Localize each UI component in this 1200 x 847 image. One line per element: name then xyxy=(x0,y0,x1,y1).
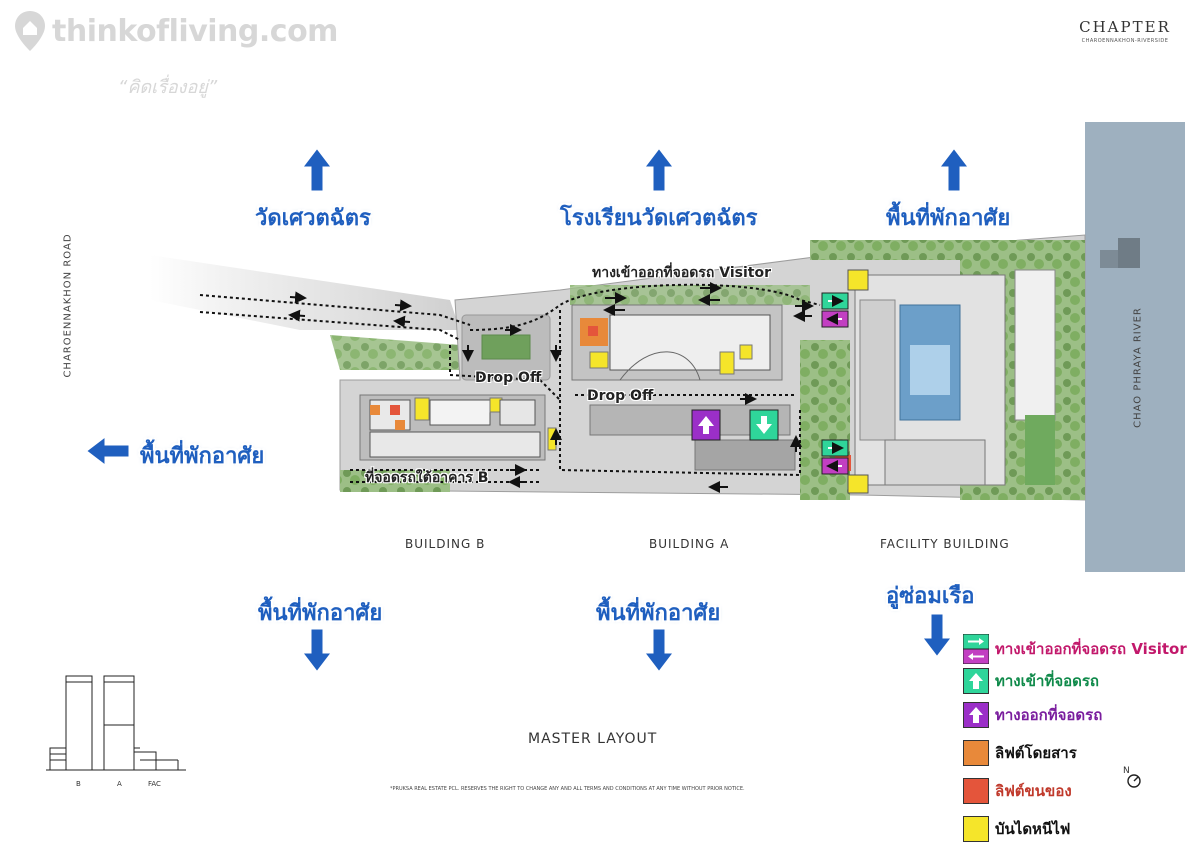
facility-building-label: FACILITY BUILDING xyxy=(880,537,1010,551)
direction-west: พื้นที่พักอาศัย xyxy=(140,444,265,469)
legend-item-service-lift: ลิฟต์ขนของ xyxy=(963,778,1193,804)
up-arrow-icon xyxy=(969,673,983,689)
river-label: CHAO PHRAYA RIVER xyxy=(1132,307,1144,428)
chao-phraya-river xyxy=(1085,122,1185,572)
parking-b-label: ที่จอดรถใต้อาคาร B xyxy=(365,470,489,486)
legend-swatch-fire-stair xyxy=(963,816,989,842)
arrow-up-center xyxy=(639,144,679,194)
direction-north-right: พื้นที่พักอาศัย xyxy=(886,206,1011,231)
direction-north-left: วัดเศวตฉัตร xyxy=(255,206,371,231)
direction-south-left: พื้นที่พักอาศัย xyxy=(258,601,383,626)
brand-name: CHAPTER xyxy=(1079,18,1171,36)
legend-item-passenger-lift: ลิฟต์โดยสาร xyxy=(963,740,1193,766)
legend-swatch-entrance xyxy=(963,668,989,694)
direction-south-center: พื้นที่พักอาศัย xyxy=(596,601,721,626)
compass-icon xyxy=(1127,774,1141,788)
visitor-gate-south xyxy=(821,439,849,475)
arrow-down-center xyxy=(639,626,679,676)
brand-logo: CHAPTER CHAROENNAKHON-RIVERSIDE xyxy=(1060,18,1190,44)
arrow-left-west xyxy=(82,431,132,471)
watermark-site: thinkofliving.com xyxy=(52,13,338,49)
legend-item-entrance: ทางเข้าที่จอดรถ xyxy=(963,668,1193,694)
arrow-down-right xyxy=(917,611,957,661)
legend: ทางเข้าออกที่จอดรถ Visitor ทางเข้าที่จอด… xyxy=(963,634,1193,842)
elevation-label-a: A xyxy=(117,780,122,788)
brand-subtitle: CHAROENNAKHON-RIVERSIDE xyxy=(1081,38,1169,44)
up-arrow-icon xyxy=(969,707,983,723)
visitor-route-label: ทางเข้าออกที่จอดรถ Visitor xyxy=(592,265,771,281)
legend-label-fire-stair: บันไดหนีไฟ xyxy=(995,820,1071,838)
arrow-up-right xyxy=(934,144,974,194)
legend-label-service-lift: ลิฟต์ขนของ xyxy=(995,782,1072,800)
road-label-charoennakhon: CHAROENNAKHON ROAD xyxy=(62,233,74,378)
watermark-tagline: “คิดเรื่องอยู่” xyxy=(118,77,218,98)
legend-swatch-service-lift xyxy=(963,778,989,804)
disclaimer-text: *PRUKSA REAL ESTATE PCL. RESERVES THE RI… xyxy=(390,786,745,792)
direction-arrows xyxy=(82,144,974,676)
legend-item-visitor: ทางเข้าออกที่จอดรถ Visitor xyxy=(963,634,1193,664)
legend-swatch-visitor xyxy=(963,634,989,664)
parking-entrance-marker xyxy=(749,409,779,441)
direction-north-center: โรงเรียนวัดเศวตฉัตร xyxy=(560,206,758,231)
elevation-label-fac: FAC xyxy=(148,780,161,788)
location-pin-icon xyxy=(15,11,45,51)
direction-south-right: อู่ซ่อมเรือ xyxy=(886,584,975,609)
route-arrows xyxy=(288,282,814,493)
legend-label-visitor: ทางเข้าออกที่จอดรถ Visitor xyxy=(995,640,1187,658)
arrow-down-left xyxy=(297,626,337,676)
visitor-gate-north xyxy=(821,292,849,328)
drop-off-label-b: Drop Off xyxy=(475,370,542,386)
legend-label-entrance: ทางเข้าที่จอดรถ xyxy=(995,672,1100,690)
legend-swatch-passenger-lift xyxy=(963,740,989,766)
watermark-logo: thinkofliving.com xyxy=(14,10,338,52)
legend-label-exit: ทางออกที่จอดรถ xyxy=(995,706,1103,724)
legend-item-fire-stair: บันไดหนีไฟ xyxy=(963,816,1193,842)
master-layout-title: MASTER LAYOUT xyxy=(528,731,658,747)
access-road xyxy=(150,255,460,330)
elevation-label-b: B xyxy=(76,780,81,788)
drop-off-label-a: Drop Off xyxy=(587,388,654,404)
legend-label-passenger-lift: ลิฟต์โดยสาร xyxy=(995,744,1077,762)
building-a-label: BUILDING A xyxy=(649,537,730,551)
arrow-up-left xyxy=(297,144,337,194)
elevation-diagram xyxy=(46,675,186,771)
two-way-arrows-icon xyxy=(963,634,989,664)
legend-item-exit: ทางออกที่จอดรถ xyxy=(963,702,1193,728)
legend-swatch-exit xyxy=(963,702,989,728)
compass-label: N xyxy=(1123,766,1130,776)
building-b-label: BUILDING B xyxy=(405,537,486,551)
